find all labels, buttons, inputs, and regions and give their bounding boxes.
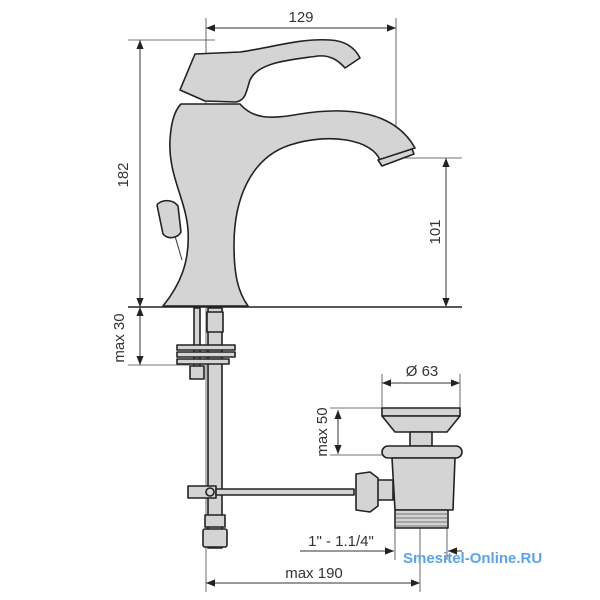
lever-handle	[179, 38, 361, 103]
watermark: Smesitel-Online.RU	[403, 550, 542, 567]
aerator	[377, 148, 415, 167]
faucet-body	[156, 38, 416, 307]
dim-spout-reach: 129	[288, 9, 313, 26]
dim-drain-diameter: Ø 63	[406, 363, 439, 380]
dim-max-mount: max 30	[111, 313, 128, 362]
popup-drain	[355, 407, 463, 529]
mounting-hardware	[176, 307, 355, 549]
dim-drain-lift: max 50	[314, 407, 331, 456]
dim-rod-length: max 190	[285, 565, 343, 582]
dimension-lines	[136, 24, 462, 587]
popup-knob	[156, 199, 182, 239]
dim-total-height: 182	[115, 162, 132, 187]
drain-rod-nut	[355, 471, 379, 513]
dim-spout-height: 101	[427, 219, 444, 244]
dim-drain-thread: 1" - 1.1/4"	[308, 533, 374, 550]
